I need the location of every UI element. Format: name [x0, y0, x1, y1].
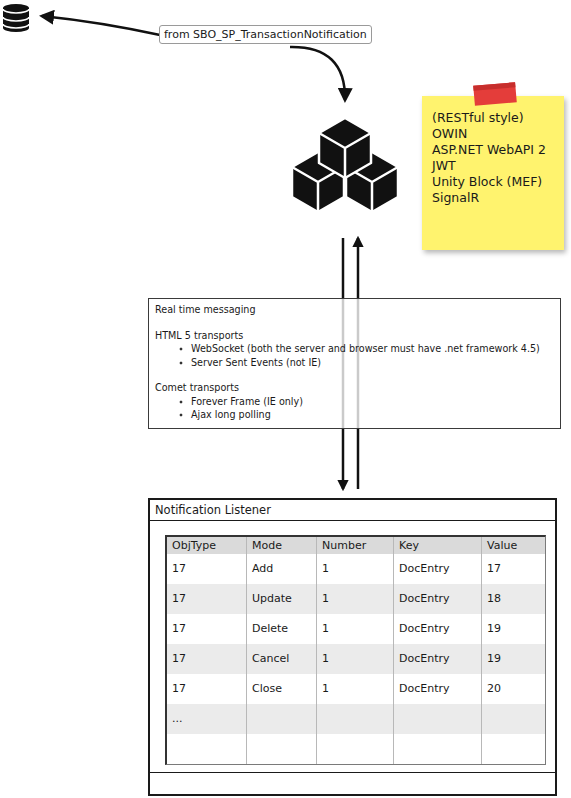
table-cell-text: Add: [247, 554, 317, 584]
bullet-item: WebSocket (both the server and browser m…: [155, 342, 554, 356]
table-cell-text: 17: [167, 554, 247, 584]
table-cell-text: 19: [482, 614, 545, 644]
table-cell-text: ...: [167, 704, 247, 734]
table-cell: [482, 734, 545, 764]
tech-item: (RESTful style): [432, 110, 556, 126]
table-cell-text: DocEntry: [394, 554, 482, 584]
arrow-to-service: [290, 47, 345, 100]
table-cell-text: 18: [482, 584, 545, 614]
table-cell: [247, 704, 317, 734]
sticky-note: (RESTful style)OWINASP.NET WebAPI 2JWTUn…: [422, 96, 564, 250]
table-cell-text: Cancel: [247, 644, 317, 674]
window-box: ObjTypeModeNumberKeyValue17Add1DocEntry1…: [148, 498, 557, 796]
table-cell-text: 17: [167, 584, 247, 614]
column-header: Key: [394, 537, 482, 554]
table-cell-text: DocEntry: [394, 644, 482, 674]
tech-item: Unity Block (MEF): [432, 174, 556, 190]
column-header: Number: [317, 537, 394, 554]
column-header: Mode: [247, 537, 317, 554]
table-cell-text: Update: [247, 584, 317, 614]
arrow-to-database: [42, 16, 160, 35]
note-heading: Real time messaging: [155, 303, 554, 317]
table-cell-text: 1: [317, 614, 394, 644]
note-box: Real time messagingHTML 5 transportsWebS…: [148, 298, 561, 429]
bullet-item: Server Sent Events (not IE): [155, 356, 554, 370]
table-cell-text: 1: [317, 674, 394, 704]
table-cell-text: 17: [167, 614, 247, 644]
table-cell-text: 17: [482, 554, 545, 584]
table-cell-text: DocEntry: [394, 584, 482, 614]
bullet-item: Forever Frame (IE only): [155, 395, 554, 409]
column-header: Value: [482, 537, 545, 554]
arrow-label: from SBO_SP_TransactionNotification: [159, 25, 372, 44]
table-cell: [394, 704, 482, 734]
data-table: ObjTypeModeNumberKeyValue17Add1DocEntry1…: [165, 535, 546, 765]
tech-item: SignalR: [432, 190, 556, 206]
table-cell-text: Close: [247, 674, 317, 704]
table-cell: [167, 734, 247, 764]
table-cell-text: DocEntry: [394, 674, 482, 704]
table-cell: [394, 734, 482, 764]
table-cell-text: Delete: [247, 614, 317, 644]
table-cell: [482, 704, 545, 734]
table-cell-text: 17: [167, 644, 247, 674]
table-cell: [317, 734, 394, 764]
sticky-tape: [473, 82, 517, 106]
cubes-icon: [292, 118, 398, 212]
table-cell: [317, 704, 394, 734]
table-cell-text: 1: [317, 644, 394, 674]
tech-item: JWT: [432, 158, 556, 174]
tech-item: OWIN: [432, 126, 556, 142]
status-band: [150, 772, 555, 794]
table-cell-text: 17: [167, 674, 247, 704]
table-cell: [247, 734, 317, 764]
window-title: Notification Listener: [155, 503, 271, 518]
tech-item: ASP.NET WebAPI 2: [432, 142, 556, 158]
note-heading: HTML 5 transports: [155, 329, 554, 343]
table-cell-text: 20: [482, 674, 545, 704]
bullet-item: Ajax long polling: [155, 408, 554, 422]
table-cell-text: DocEntry: [394, 614, 482, 644]
column-header: ObjType: [167, 537, 247, 554]
database-icon: [3, 4, 29, 32]
note-heading: Comet transports: [155, 381, 554, 395]
table-cell-text: 1: [317, 584, 394, 614]
table-cell-text: 1: [317, 554, 394, 584]
table-cell-text: 19: [482, 644, 545, 674]
